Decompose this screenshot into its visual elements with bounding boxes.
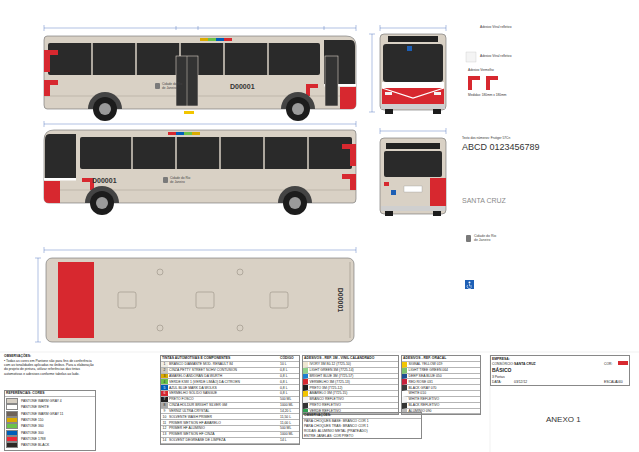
table-heading: REFERÊNCIAS: CORES xyxy=(5,391,95,397)
legend-text: PANTONE BLACK xyxy=(21,443,49,447)
fleet-number: D00001 xyxy=(230,83,255,91)
legend-row: PANTONE 360 xyxy=(6,423,63,429)
table-cell: ESCALA: xyxy=(603,380,615,385)
legend-text: PANTONE 300 xyxy=(21,431,44,435)
table-cell: COR: xyxy=(603,361,615,366)
logo-text: Cidade do Rio de Janeiro xyxy=(162,83,184,90)
table-cell: DATA: xyxy=(491,380,513,385)
legend-text: PANTONE WARM GRAY 11 xyxy=(21,412,63,416)
title-block: EMPRESA:CONSÓRCIO:SANTA CRUZCOR:BÁSICO3 … xyxy=(490,355,630,386)
annotation: Adesivo Vermelho xyxy=(468,69,494,73)
table-cell: RODAS: ALUMÍNIO METAL (PRATEADO) xyxy=(303,429,421,434)
table-cell: CONSÓRCIO: xyxy=(491,361,513,366)
table-cell: • Todas as cores em Pantone são para fin… xyxy=(4,359,96,376)
legend-row: PANTONE 110 xyxy=(6,417,63,423)
legend-swatch xyxy=(6,436,18,442)
table-cell: 03/12/12 xyxy=(513,380,603,385)
legend-swatch xyxy=(6,404,18,410)
route-sample: SANTA CRUZ xyxy=(462,197,506,205)
legend-swatch xyxy=(6,442,18,448)
fleet-number: D00001 xyxy=(92,177,117,185)
table-cell: PARA CHOQUES TRAS: BRANCO COR 1 xyxy=(303,424,421,429)
logo-text: Cidade do Rio de Janeiro xyxy=(170,177,192,184)
paint-table: TINTAS AUTOMOTIVAS E COMPONENTESCÓDIGO1B… xyxy=(160,355,300,445)
legend-row: PANTONE WARM GRAY 11 xyxy=(6,411,63,417)
legend-swatch xyxy=(6,398,18,404)
legend-text: PANTONE WARM GRAY 4 xyxy=(21,399,62,403)
table-heading: OBSERVAÇÕES: xyxy=(303,413,421,419)
table-cell: 3 Portas xyxy=(491,374,629,379)
annotation: Texto dos números: Frutiger 57Cn xyxy=(462,137,510,141)
legend-text: PANTONE WHITE xyxy=(21,405,49,409)
table-cell: ENTRE JANELAS: COR PRETO xyxy=(303,433,421,438)
legend-row: PANTONE 1788 xyxy=(6,436,63,442)
legend-text: PANTONE 110 xyxy=(21,418,43,422)
color-legend: PANTONE WARM GRAY 4 PANTONE WHITE PANTONE … xyxy=(6,398,63,448)
table-cell: BÁSICO xyxy=(491,367,629,374)
legend-row: PANTONE 300 xyxy=(6,429,63,435)
legend-text: PANTONE 1788 xyxy=(21,437,46,441)
table-cell: SANTA CRUZ xyxy=(513,361,603,366)
annotation: Adesivo Vitral refletivo xyxy=(480,55,511,59)
vinyl-3m-table: ADESIVOS - REF. 3M - VINIL CALANDRADOIVO… xyxy=(302,355,399,415)
sheet-title: ANEXO 1 xyxy=(546,416,581,425)
table-heading: EMPRESA: xyxy=(491,356,629,361)
legend-swatch xyxy=(6,417,18,423)
legend-swatch xyxy=(6,423,18,429)
legend-row: PANTONE WARM GRAY 4 xyxy=(6,398,63,404)
legend-row: PANTONE BLACK xyxy=(6,442,63,448)
observations-box: OBSERVAÇÕES:PARA CHOQUES BASE: BRANCO CO… xyxy=(302,412,422,439)
annotation: Adesivo Vitral refletivo xyxy=(480,26,511,30)
table-cell: 14 xyxy=(161,438,168,444)
logo-text: Cidade do Rio de Janeiro xyxy=(474,235,500,243)
table-cell: PARA CHOQUES BASE: BRANCO COR 1 xyxy=(303,419,421,424)
annotation: Medidas: 180mm x 180mm xyxy=(468,94,506,98)
vinyl-oracal-table: ADESIVOS - REF. ORACALSIGNAL YELLOW 019L… xyxy=(401,355,481,415)
table-cell: 14 L xyxy=(279,438,299,444)
table-cell: 1/40 xyxy=(615,380,629,385)
notes-box: OBSERVAÇÕES:• Todas as cores em Pantone … xyxy=(4,354,96,376)
font-sample: ABCD 0123456789 xyxy=(462,143,540,153)
fleet-number: D00001 xyxy=(336,288,344,313)
table-heading: OBSERVAÇÕES: xyxy=(4,354,96,358)
legend-text: PANTONE 360 xyxy=(21,424,44,428)
table-cell: SOLVENT DEGREASE DE LIMPEZA xyxy=(168,438,279,444)
legend-swatch xyxy=(6,430,18,436)
legend-row: PANTONE WHITE xyxy=(6,404,63,410)
legend-swatch xyxy=(6,411,18,417)
